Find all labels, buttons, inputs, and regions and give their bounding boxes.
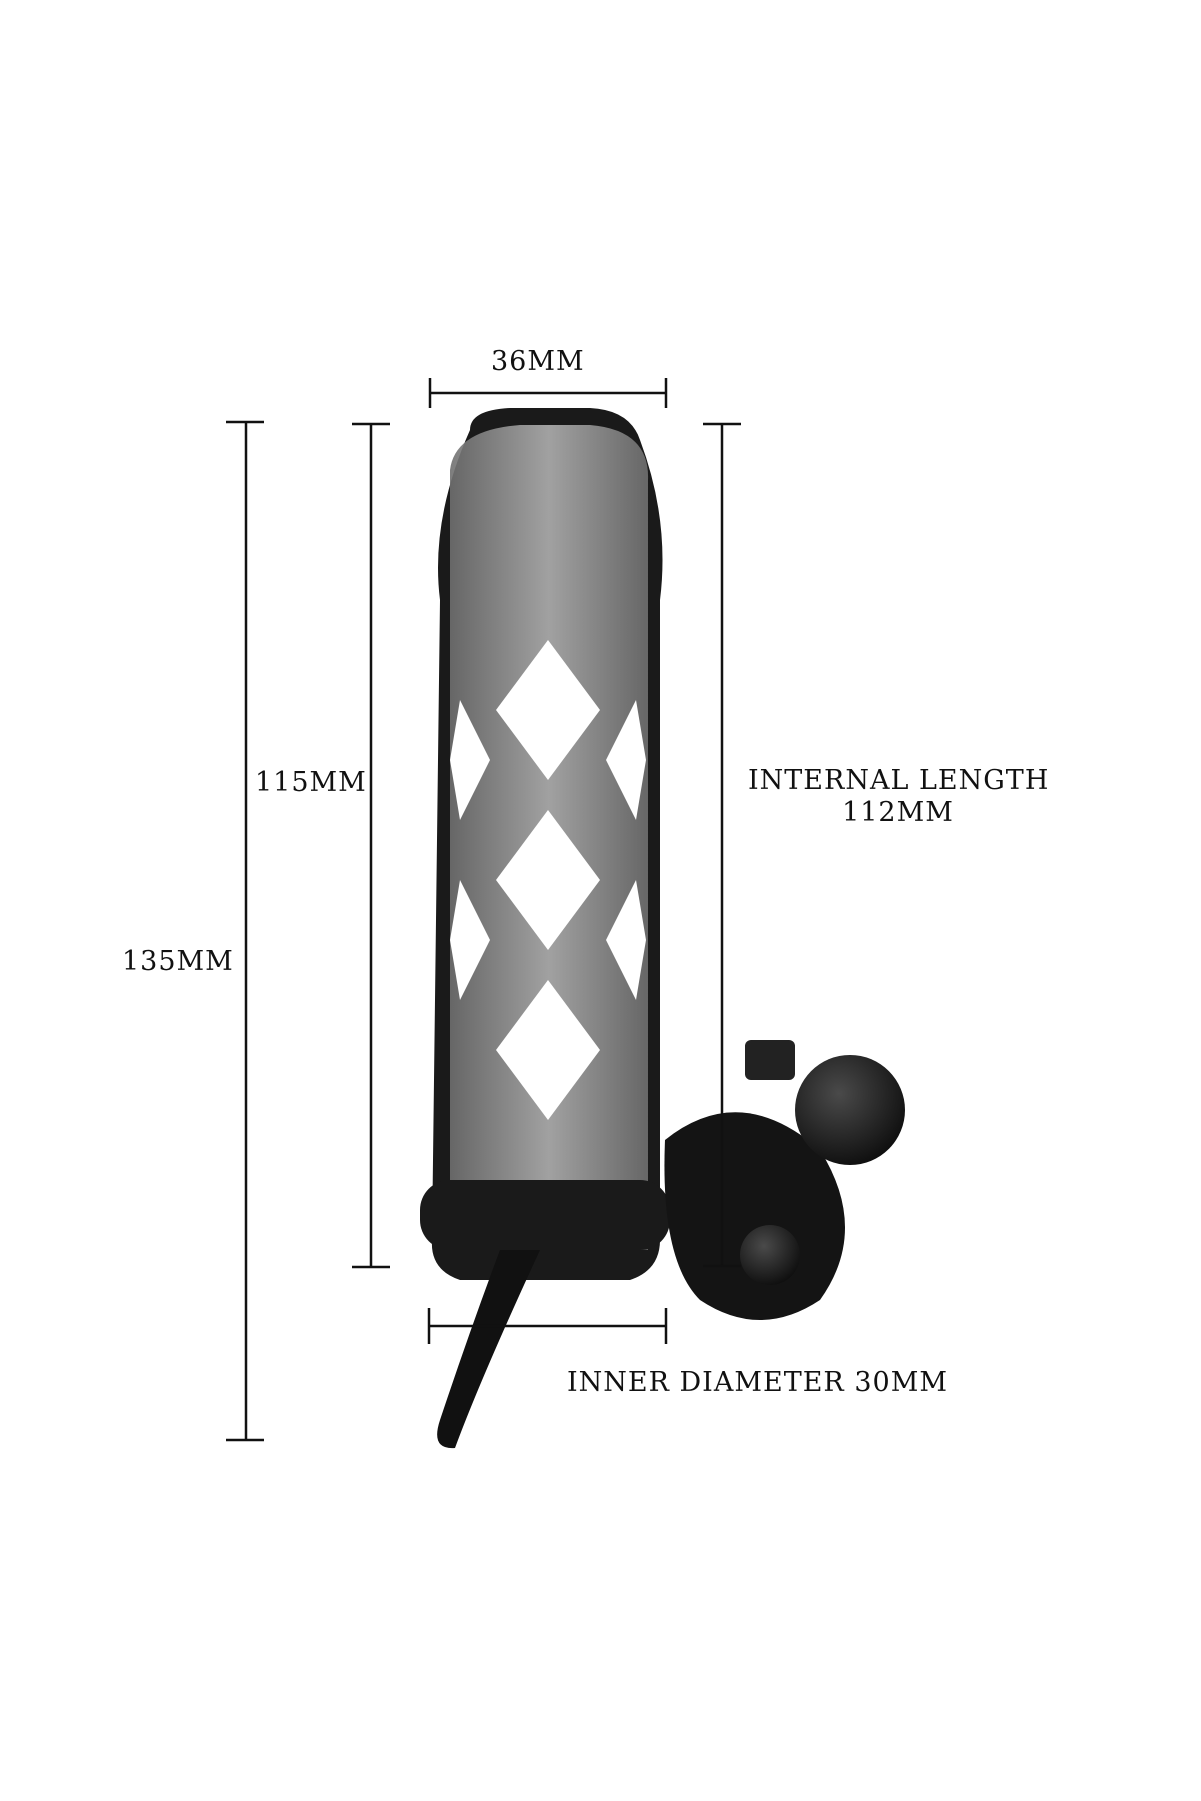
control-housing <box>664 1112 845 1320</box>
base-ring <box>420 1180 670 1250</box>
bullet-ball <box>795 1055 905 1165</box>
inner-diameter-dimension-line <box>427 1308 668 1344</box>
internal-length-label: INTERNAL LENGTH 112MM <box>748 765 1048 830</box>
internal-length-label-line2: 112MM <box>842 797 954 829</box>
dimension-lines <box>226 378 741 1442</box>
bullet-ridges <box>745 1040 795 1080</box>
inner-diameter-label: INNER DIAMETER 30MM <box>567 1367 948 1398</box>
lower-strap <box>437 1250 540 1449</box>
internal-length-dimension-line <box>703 422 741 1268</box>
top-width-dimension-line <box>428 378 668 408</box>
product-silhouette <box>420 408 905 1449</box>
internal-length-label-line1: INTERNAL LENGTH <box>748 765 1050 796</box>
lattice-pattern <box>450 640 646 1120</box>
sleeve-length-dimension-line <box>352 422 390 1269</box>
control-button <box>740 1225 800 1285</box>
sleeve-length-label: 115MM <box>255 767 367 798</box>
top-width-label: 36MM <box>491 346 585 377</box>
overall-length-dimension-line <box>226 420 264 1442</box>
overall-length-label: 135MM <box>122 946 234 977</box>
